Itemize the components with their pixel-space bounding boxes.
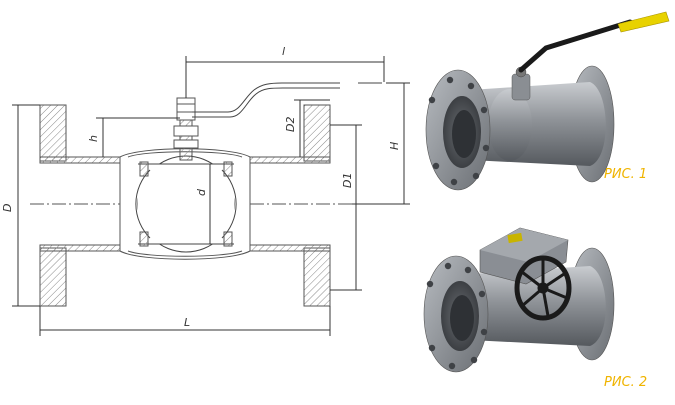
- valve-render-fig1: [425, 11, 670, 191]
- handwheel: [514, 255, 572, 321]
- handle-lever: [192, 82, 340, 113]
- fig2-caption: РИС. 2: [604, 375, 647, 390]
- dim-D2: D2: [284, 117, 297, 132]
- lever-handle: [518, 19, 633, 73]
- dim-h: h: [87, 135, 100, 142]
- dim-d: d: [195, 188, 208, 196]
- technical-drawing: [12, 56, 410, 336]
- dim-L: L: [184, 316, 190, 329]
- dim-D: D: [1, 204, 14, 212]
- stem: [179, 117, 193, 161]
- valve-render-fig2: [423, 227, 615, 373]
- left-flange-top: [39, 104, 67, 162]
- left-flange-bottom: [39, 247, 67, 307]
- dim-H: H: [388, 142, 401, 150]
- right-flange-bottom: [303, 247, 331, 307]
- fig1-caption: РИС. 1: [604, 167, 647, 182]
- lever-grip: [617, 11, 670, 33]
- dim-l: l: [282, 45, 285, 58]
- right-flange-top: [303, 104, 331, 162]
- dim-D1: D1: [341, 173, 354, 188]
